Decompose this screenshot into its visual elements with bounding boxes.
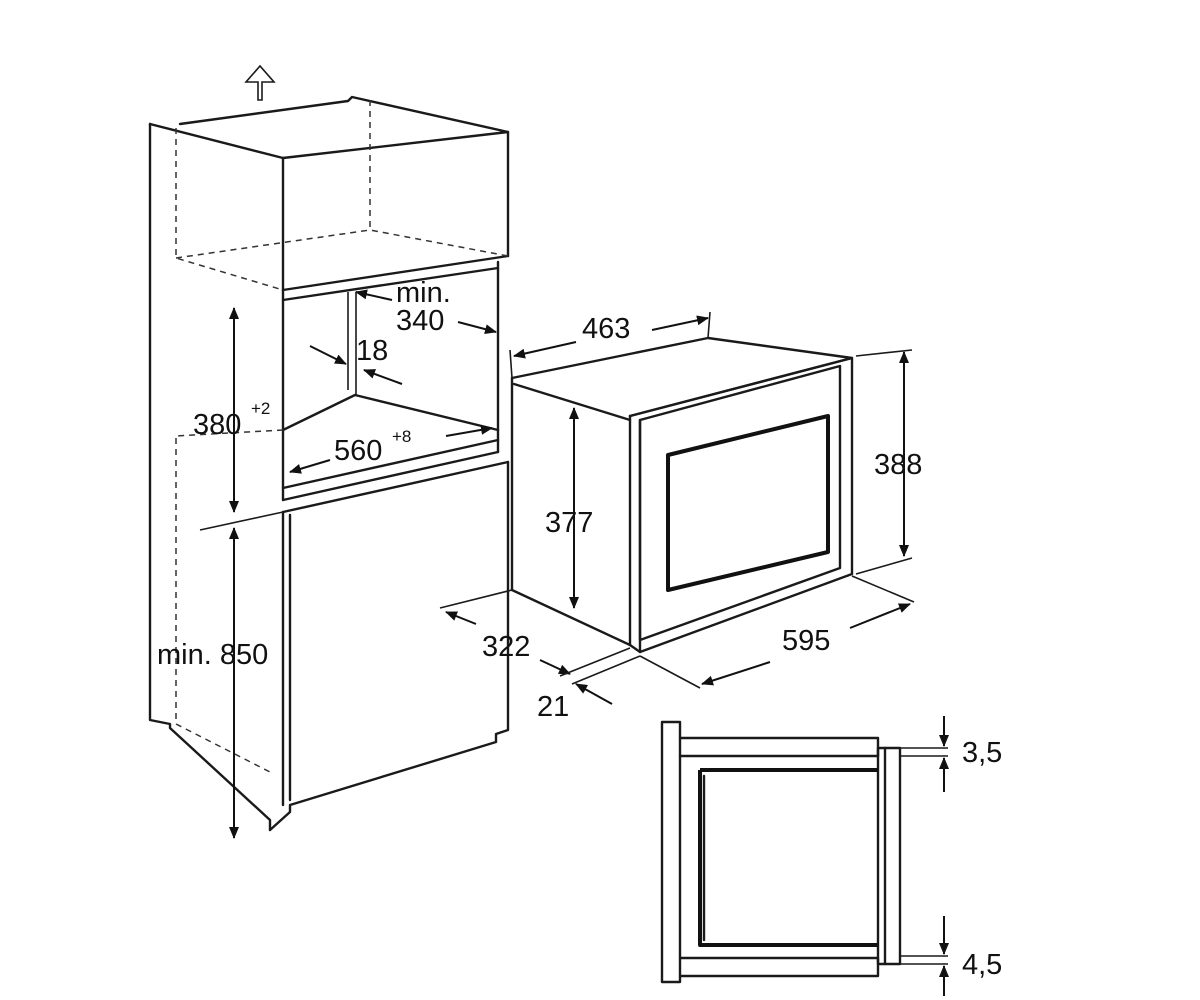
label-560: 560: [334, 435, 382, 467]
label-3-5: 3,5: [962, 737, 1002, 769]
oven-unit: [510, 336, 854, 654]
label-380-tolerance: +2: [251, 399, 270, 418]
label-463: 463: [582, 313, 630, 345]
label-min-850: min. 850: [157, 639, 268, 671]
up-arrow-icon: [244, 64, 276, 101]
label-min: min.: [396, 277, 451, 309]
label-560-tolerance: +8: [392, 427, 411, 446]
label-4-5: 4,5: [962, 949, 1002, 981]
label-377: 377: [545, 507, 593, 539]
label-21: 21: [537, 691, 569, 723]
oven-side-detail: [660, 720, 948, 984]
label-380: 380: [193, 409, 241, 441]
dimension-lines: [229, 289, 949, 996]
label-340: 340: [396, 305, 444, 337]
label-388: 388: [874, 449, 922, 481]
label-18: 18: [356, 335, 388, 367]
label-595: 595: [782, 625, 830, 657]
cabinet: [148, 95, 510, 832]
label-322: 322: [482, 631, 530, 663]
